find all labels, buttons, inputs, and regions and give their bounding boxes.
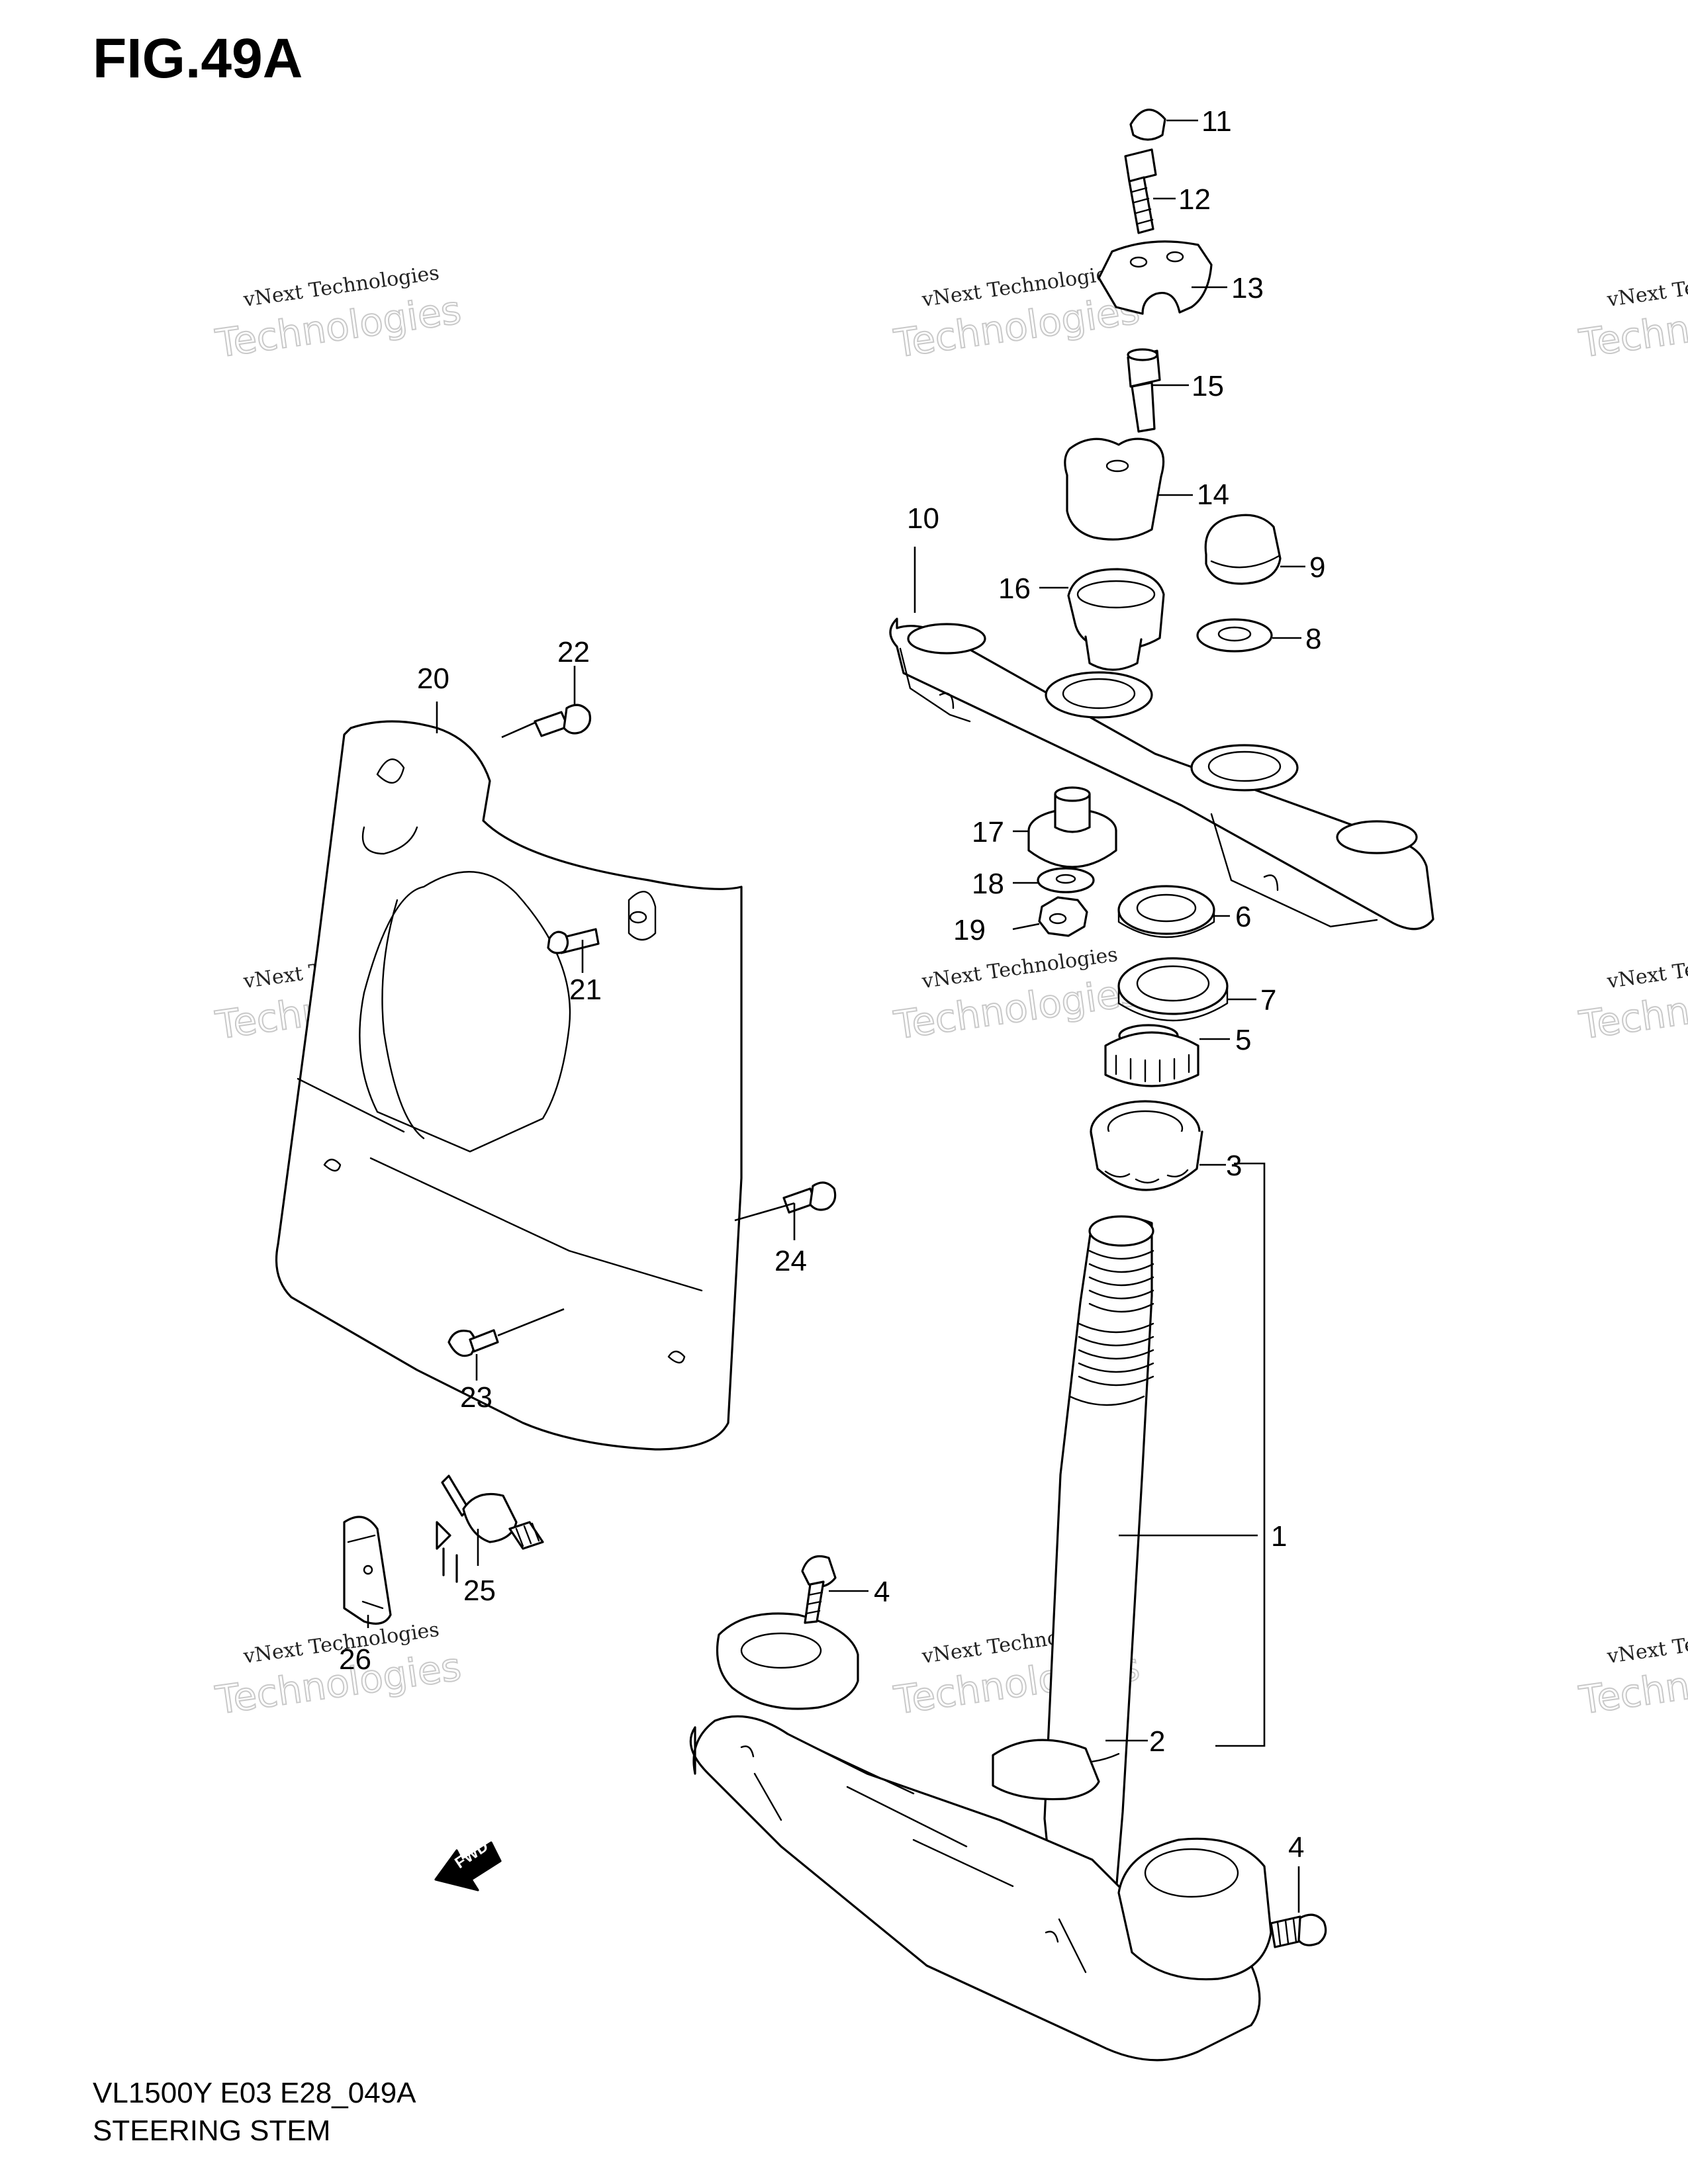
- part-18-washer: [1037, 867, 1095, 893]
- callout-25: 25: [463, 1574, 496, 1607]
- callout-20: 20: [417, 662, 449, 695]
- part-8-washer: [1196, 618, 1273, 653]
- watermark-small: vNext Technologies: [1605, 943, 1688, 993]
- callout-23: 23: [460, 1381, 492, 1414]
- callout-8: 8: [1305, 623, 1321, 655]
- callout-12: 12: [1178, 183, 1211, 216]
- part-5-bearing: [1104, 1024, 1199, 1087]
- callout-22: 22: [557, 636, 590, 668]
- part-21-screw: [547, 911, 647, 954]
- part-9-cap-nut: [1204, 514, 1282, 585]
- fwd-direction-arrow: FWD: [434, 1837, 502, 1891]
- callout-18: 18: [972, 868, 1004, 900]
- figure-title: FIG.49A: [93, 27, 303, 89]
- watermark-small: vNext Technologies: [1605, 261, 1688, 312]
- part-14-lower-clamp: [1064, 437, 1165, 541]
- part-13-upper-clamp: [1098, 240, 1213, 315]
- part-12-bolt: [1124, 148, 1157, 234]
- callout-5: 5: [1235, 1024, 1251, 1056]
- part-24-screw: [782, 1181, 837, 1214]
- callout-10: 10: [907, 502, 939, 535]
- part-6-lock-nut: [1117, 885, 1215, 938]
- callout-4-upper: 4: [874, 1576, 890, 1608]
- callout-11: 11: [1201, 105, 1232, 138]
- part-23-screw: [447, 1308, 565, 1357]
- callout-6: 6: [1235, 901, 1251, 933]
- watermark-small: vNext Technologies: [1605, 1618, 1688, 1668]
- assembly-name: STEERING STEM: [93, 2115, 331, 2147]
- part-26-clip: [343, 1516, 392, 1625]
- part-16-cushion: [1067, 568, 1165, 671]
- callout-21: 21: [569, 974, 602, 1006]
- callout-15: 15: [1192, 370, 1224, 402]
- part-11-cap: [1129, 109, 1166, 141]
- part-4-bolt-lower: [1270, 1913, 1327, 1948]
- part-22-screw: [534, 704, 592, 737]
- callout-2: 2: [1149, 1725, 1165, 1758]
- part-2-lower-bracket: [689, 1612, 1272, 2062]
- callout-17: 17: [972, 816, 1004, 848]
- part-7-seal: [1117, 957, 1229, 1022]
- callout-14: 14: [1197, 478, 1229, 511]
- part-19-nut: [1038, 896, 1088, 937]
- callout-group: 11 12 13 15 14 10 9 16 8 22 20 17 18 6 1…: [339, 105, 1325, 1913]
- callout-16: 16: [998, 572, 1031, 605]
- model-code: VL1500Y E03 E28_049A: [93, 2077, 416, 2109]
- callout-4-lower: 4: [1288, 1831, 1304, 1864]
- callout-3: 3: [1226, 1150, 1242, 1182]
- part-1-steering-stem: [1039, 1215, 1154, 1905]
- callout-13: 13: [1231, 272, 1264, 304]
- part-10-upper-bracket: [889, 617, 1434, 931]
- part-4-bolt-upper: [801, 1555, 837, 1624]
- part-3-bearing-race: [1090, 1100, 1203, 1191]
- callout-19: 19: [953, 914, 986, 946]
- part-25-switch: [436, 1475, 544, 1583]
- callout-26: 26: [339, 1643, 371, 1676]
- part-15-bolt: [1127, 348, 1161, 433]
- callout-1: 1: [1271, 1520, 1287, 1553]
- callout-24: 24: [774, 1245, 807, 1277]
- part-20-cover: [275, 720, 743, 1451]
- part-17-cushion: [1027, 786, 1117, 868]
- callout-9: 9: [1309, 551, 1325, 584]
- callout-7: 7: [1260, 984, 1276, 1017]
